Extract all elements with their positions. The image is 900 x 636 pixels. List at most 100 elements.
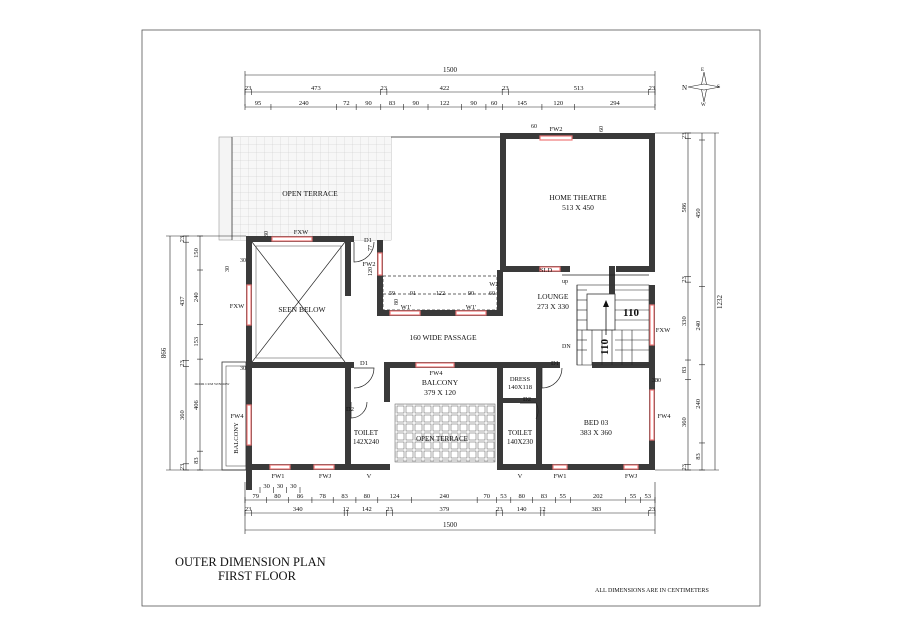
top-dim-row3-8: 60 (491, 100, 498, 107)
label-dress-size: 140X118 (508, 384, 532, 391)
bottom-dim-row3-1: 340 (293, 506, 303, 513)
label-balcony-side: BALCONY (233, 422, 240, 454)
right-dim-outer-2: 23 (681, 276, 688, 283)
right-dim-outer-1: 586 (681, 202, 688, 213)
left-small-d: 30 (264, 231, 270, 237)
top-dim-row2-4: 23 (502, 85, 509, 92)
seen-below-void (251, 241, 346, 363)
drawing-title-line2: FIRST FLOOR (218, 569, 297, 583)
label-seen-below: SEEN BELOW (278, 305, 326, 314)
label-d2-b: D2 (523, 396, 531, 403)
top-dim-row3-9: 145 (517, 100, 527, 107)
label-toilet-right: TOILET (508, 429, 533, 437)
label-fwj-b: FWJ (625, 473, 638, 480)
bottom-dim-row3-8: 12 (539, 506, 546, 513)
top-dim-row3-1: 240 (299, 100, 309, 107)
bottom-dim-row2-4: 83 (341, 493, 348, 500)
left-dim-outer-0: 23 (179, 236, 186, 243)
int-dim-90: 90 (468, 291, 474, 297)
int-dim-122: 122 (436, 291, 445, 297)
drawing-title-line1: OUTER DIMENSION PLAN (175, 555, 326, 569)
openings (246, 135, 655, 470)
open-terrace-tiles (394, 403, 496, 463)
room-labels: OPEN TERRACE HOME THEATRE 513 X 450 SEEN… (195, 189, 640, 454)
label-home-theatre-size: 513 X 450 (562, 203, 594, 212)
bottom-dim-row2-14: 55 (630, 493, 637, 500)
opening-labels: FW2 FXW FXW FXW D1 D1 D1 D2 D2 FW2 W1' W… (230, 126, 671, 480)
bottom-dim-row2-13: 202 (593, 493, 603, 500)
right-small-a: 30 (652, 378, 658, 384)
top-dim-row2-6: 23 (649, 85, 656, 92)
label-fw1-a: FW1 (272, 473, 285, 480)
top-dim-row3-7: 90 (470, 100, 477, 107)
left-small-a: 30 (225, 266, 231, 272)
bottom-dim-row2-3: 78 (319, 493, 326, 500)
bottom-dim-row2-11: 83 (541, 493, 548, 500)
label-passage: 160 WIDE PASSAGE (409, 333, 477, 342)
bottom-dim-row2-1: 80 (274, 493, 281, 500)
label-sld: SLD (540, 267, 553, 274)
left-dim-inner-0: 150 (193, 248, 200, 258)
label-up: up (562, 279, 568, 285)
top-dim-row2-2: 23 (380, 85, 387, 92)
compass-s: S (717, 85, 720, 90)
label-d1-b: D1 (360, 360, 368, 367)
label-balcony-size: 379 X 120 (424, 388, 456, 397)
compass-n: N (682, 84, 687, 92)
label-d1-a: D1 (364, 237, 372, 244)
label-fxw-top: FXW (294, 229, 309, 236)
drawing-note: ALL DIMENSIONS ARE IN CENTIMETERS (595, 588, 709, 594)
top-dim-row3-11: 294 (610, 100, 621, 107)
bottom-dim-row3-3: 142 (362, 506, 372, 513)
label-toilet-right-size: 140X230 (507, 438, 534, 446)
right-dim-inner-3: 83 (695, 453, 702, 460)
label-open-terrace-top: OPEN TERRACE (282, 189, 338, 198)
int-dim-30: 30 (655, 378, 661, 384)
label-fwj-a: FWJ (319, 473, 332, 480)
top-dim-row3-3: 90 (365, 100, 372, 107)
left-dim-outer-2: 23 (179, 360, 186, 367)
top-dim-row3-5: 90 (412, 100, 419, 107)
int-dim-59: 59 (389, 291, 395, 297)
left-small-c: 30 (240, 366, 246, 372)
compass-w: W (701, 103, 706, 108)
top-dim-row2-5: 513 (574, 85, 584, 92)
right-overall-dim: 1232 (716, 295, 724, 310)
int-dim-120: 120 (368, 267, 374, 276)
compass-icon: N E S W (682, 68, 721, 108)
label-balcony: BALCONY (422, 378, 459, 387)
label-lounge: LOUNGE (538, 292, 569, 301)
bottom-dim-row1-2: 30 (290, 483, 297, 490)
label-fw2-top: FW2 (550, 126, 563, 133)
right-dim-outer-0: 23 (681, 132, 688, 139)
staircase (562, 274, 650, 366)
plan-walls (218, 133, 655, 490)
label-w2: W2 (489, 281, 498, 288)
label-bed03-size: 383 X 360 (580, 428, 612, 437)
label-d2-a: D2 (346, 406, 354, 413)
top-dim-row3-0: 95 (255, 100, 262, 107)
label-fw4-balc: FW4 (430, 370, 444, 377)
bottom-dim-row2-0: 79 (253, 493, 260, 500)
label-v-b: V (518, 473, 523, 480)
label-fw1-b: FW1 (554, 473, 567, 480)
label-open-terrace-bottom: OPEN TERRACE (416, 435, 468, 443)
int-dim-77: 77 (368, 245, 374, 251)
label-dn: DN (562, 344, 571, 350)
label-fw4-left: FW4 (231, 413, 245, 420)
bottom-dim-row3-7: 140 (517, 506, 527, 513)
top-small-dim-a: 60 (531, 124, 537, 130)
left-dim-outer-1: 437 (179, 296, 186, 307)
interior-dimensions: 77 120 59 91 122 90 60 30 80 (368, 245, 661, 384)
int-dim-80: 80 (394, 299, 400, 305)
top-dim-row2-3: 422 (440, 85, 450, 92)
label-toilet-left-size: 142X240 (353, 438, 380, 446)
right-dim-outer-6: 23 (681, 464, 688, 471)
label-fxw-right: FXW (656, 327, 671, 334)
label-bed03: BED 03 (584, 418, 609, 427)
label-fw4-right: FW4 (658, 413, 672, 420)
bottom-dim-row3-10: 23 (649, 506, 656, 513)
bottom-dim-row2-9: 53 (500, 493, 507, 500)
right-dim-outer-4: 83 (681, 367, 688, 374)
